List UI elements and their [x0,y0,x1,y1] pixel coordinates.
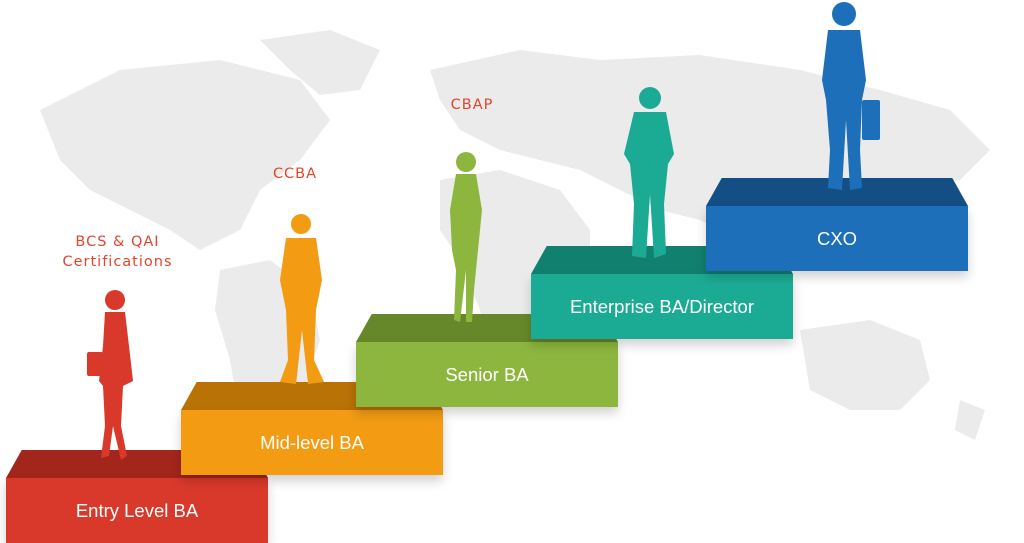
step-cxo: CXO [706,178,968,271]
step-senior: Senior BA [356,314,618,407]
man-arms-crossed-figure [280,214,324,384]
senior-certification-caption: CBAP [450,97,494,113]
entry-certification-line-1: BCS & QAI [75,234,160,250]
entry-certification-line-2: Certifications [62,254,173,270]
entry-certification-caption: BCS & QAI Certifications [45,232,190,272]
step-label: CXO [706,206,968,271]
man-hands-in-pockets-figure [624,87,674,258]
step-label: Senior BA [356,342,618,407]
step-enterprise: Enterprise BA/Director [531,246,793,339]
woman-with-folder-figure [87,290,133,460]
mid-certification-caption: CCBA [272,166,318,182]
woman-standing-figure [450,152,482,322]
step-label: Entry Level BA [6,478,268,543]
businessman-with-briefcase-figure [822,2,880,190]
step-label: Mid-level BA [181,410,443,475]
step-label: Enterprise BA/Director [531,274,793,339]
